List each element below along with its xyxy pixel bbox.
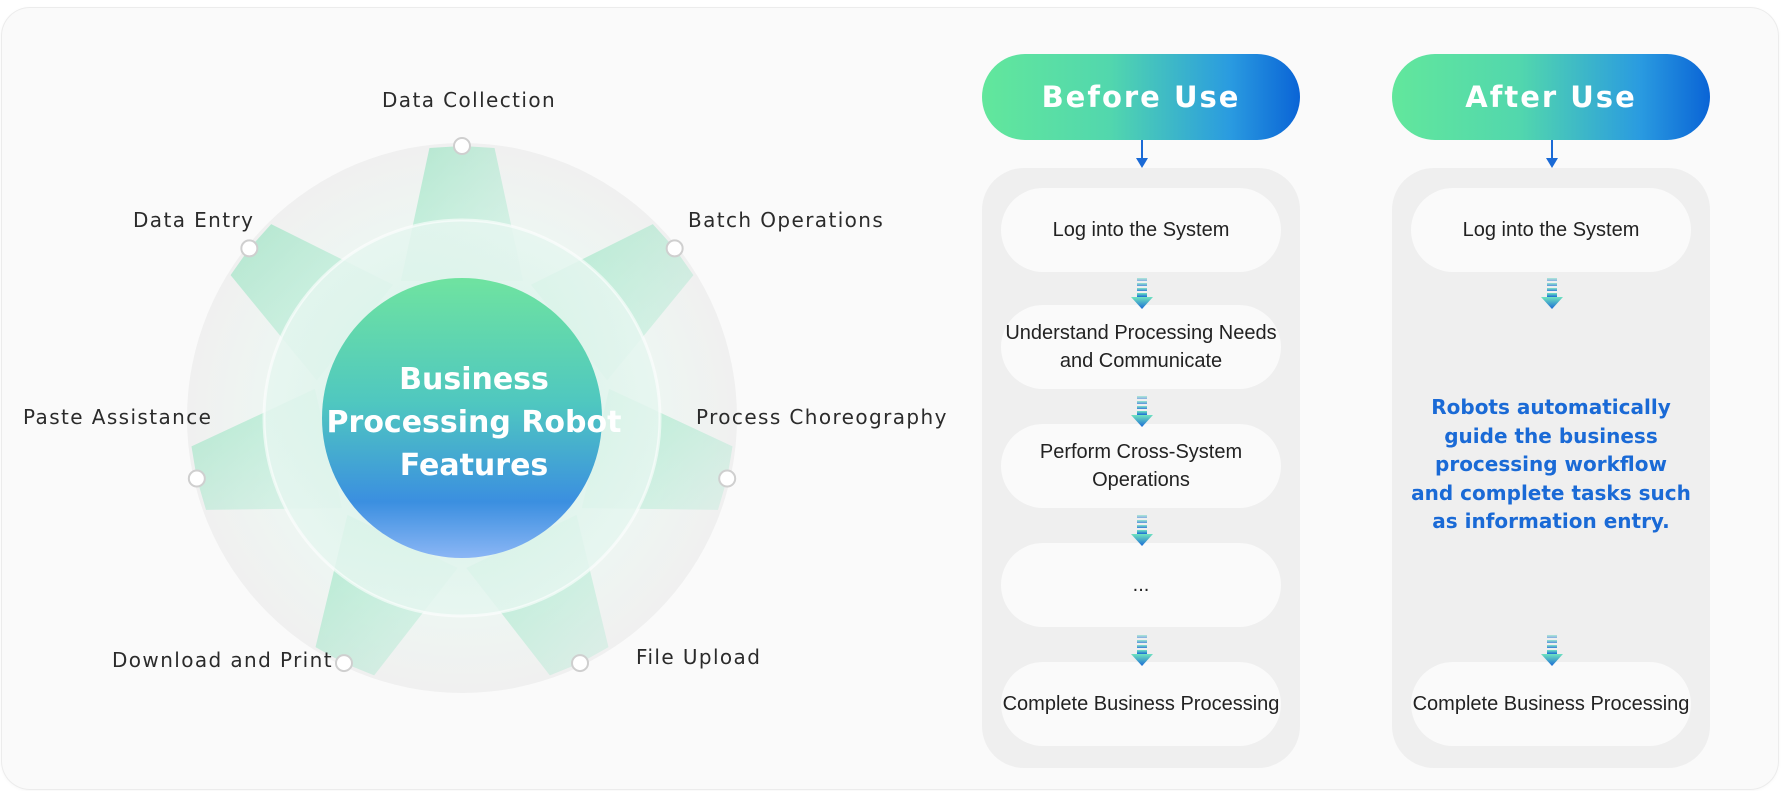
node-dot-icon — [240, 239, 259, 258]
wheel-nodes — [187, 137, 737, 673]
node-dot-icon — [187, 469, 206, 488]
before-use-header: Before Use — [982, 54, 1300, 140]
gradient-down-arrow-icon — [1541, 278, 1563, 309]
after-automation-note: Robots automatically guide the business … — [1411, 395, 1691, 533]
before-step-complete: Complete Business Processing — [1001, 662, 1281, 746]
node-dot-icon — [571, 654, 590, 673]
down-arrow-icon — [1136, 140, 1148, 168]
center-title-line-1: Business — [399, 362, 549, 397]
gradient-down-arrow-icon — [1131, 635, 1153, 666]
center-title-line-2: Processing Robot — [326, 405, 622, 440]
wheel-center-title: Business Processing Robot Features — [324, 358, 624, 487]
diagram-card: Data Collection Batch Operations Process… — [2, 8, 1778, 789]
node-dot-icon — [718, 469, 737, 488]
gradient-down-arrow-icon — [1541, 635, 1563, 666]
feature-label-data-entry: Data Entry — [133, 208, 255, 232]
node-dot-icon — [334, 654, 353, 673]
center-title-line-3: Features — [399, 448, 549, 483]
node-dot-icon — [453, 137, 471, 155]
gradient-down-arrow-icon — [1131, 396, 1153, 427]
node-dot-icon — [665, 239, 684, 258]
gradient-down-arrow-icon — [1131, 278, 1153, 309]
feature-label-data-collection: Data Collection — [382, 88, 557, 112]
gradient-down-arrow-icon — [1131, 515, 1153, 546]
down-arrow-icon — [1546, 140, 1558, 168]
feature-label-batch-operations: Batch Operations — [688, 208, 885, 232]
before-step-log-in: Log into the System — [1001, 188, 1281, 272]
wheel-base — [187, 137, 737, 693]
feature-label-download-and-print: Download and Print — [112, 648, 333, 672]
after-step-log-in: Log into the System — [1411, 188, 1691, 272]
after-use-header: After Use — [1392, 54, 1710, 140]
after-step-complete: Complete Business Processing — [1411, 662, 1691, 746]
feature-wheel — [187, 137, 737, 693]
before-step-ellipsis: ... — [1001, 543, 1281, 627]
before-step-understand-needs: Understand Processing Needs and Communic… — [1001, 305, 1281, 389]
wheel-core — [322, 278, 602, 558]
feature-label-paste-assistance: Paste Assistance — [23, 405, 213, 429]
before-step-cross-system: Perform Cross-System Operations — [1001, 424, 1281, 508]
feature-label-file-upload: File Upload — [636, 645, 762, 669]
feature-label-process-choreography: Process Choreography — [696, 405, 948, 429]
